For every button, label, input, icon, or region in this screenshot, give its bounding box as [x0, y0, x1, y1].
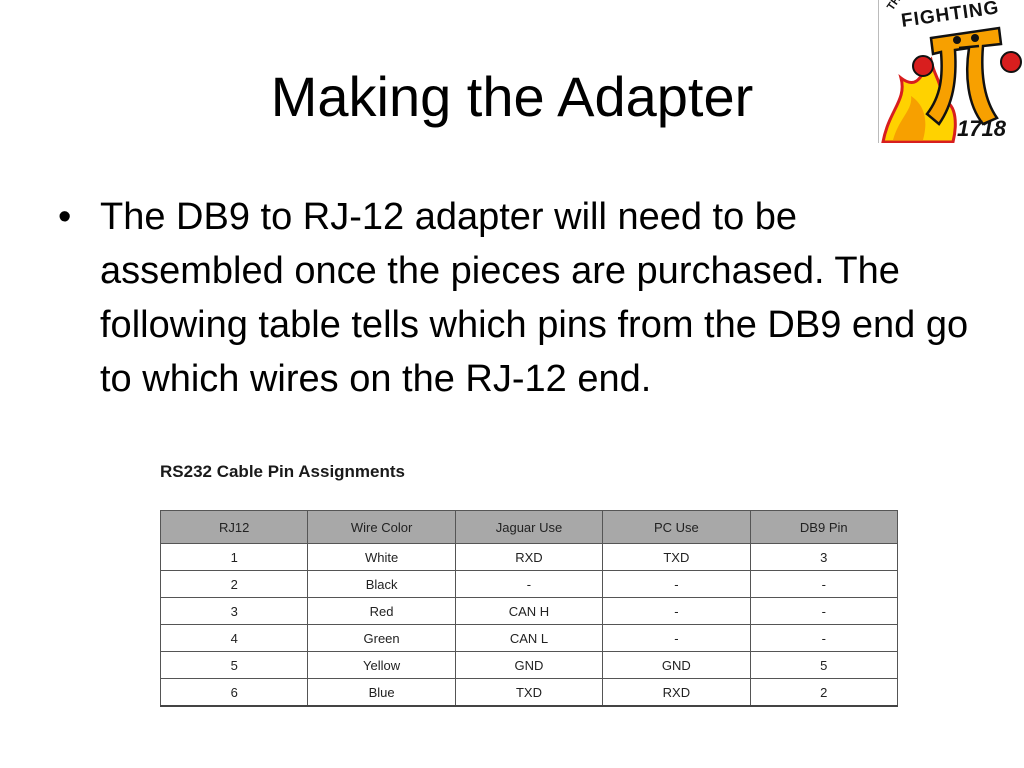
table-cell: CAN H	[454, 597, 604, 625]
column-header: Wire Color	[307, 510, 456, 544]
table-cell: 1	[159, 543, 309, 571]
pin-assignment-table: RJ12 Wire Color Jaguar Use PC Use DB9 Pi…	[159, 510, 899, 707]
table-cell: 3	[749, 543, 899, 571]
column-header: RJ12	[159, 510, 309, 544]
table-cell: RXD	[602, 678, 751, 707]
table-row: 1 White RXD TXD 3	[159, 543, 899, 571]
table-cell: -	[749, 624, 899, 652]
table-cell: 2	[749, 678, 899, 707]
table-cell: Green	[307, 624, 456, 652]
table-cell: CAN L	[454, 624, 604, 652]
table-cell: -	[602, 597, 751, 625]
bullet-point: •	[58, 196, 72, 238]
table-cell: Yellow	[307, 651, 456, 679]
table-cell: TXD	[454, 678, 604, 707]
table-row: 5 Yellow GND GND 5	[159, 651, 899, 679]
table-cell: 6	[159, 678, 309, 707]
table-row: 3 Red CAN H - -	[159, 597, 899, 625]
table-cell: Black	[307, 570, 456, 598]
table-cell: -	[602, 570, 751, 598]
table-header-row: RJ12 Wire Color Jaguar Use PC Use DB9 Pi…	[159, 510, 899, 544]
column-header: DB9 Pin	[749, 510, 899, 544]
mouth	[958, 44, 980, 50]
table-cell: GND	[454, 651, 604, 679]
table-cell: White	[307, 543, 456, 571]
table-heading: RS232 Cable Pin Assignments	[160, 462, 406, 481]
slide-title: Making the Adapter	[270, 65, 754, 128]
table-cell: Red	[307, 597, 456, 625]
table-cell: -	[602, 624, 751, 652]
table-cell: 4	[159, 624, 309, 652]
column-header: Jaguar Use	[454, 510, 604, 544]
table-cell: -	[749, 570, 899, 598]
table-row: 2 Black - - -	[159, 570, 899, 598]
table-cell: -	[454, 570, 604, 598]
table-cell: -	[749, 597, 899, 625]
table-row: 4 Green CAN L - -	[159, 624, 899, 652]
glove-left	[912, 55, 934, 77]
table-cell: Blue	[307, 678, 456, 707]
eye-left	[953, 36, 961, 44]
logo-text-number: 1718	[957, 116, 1006, 141]
table-cell: 5	[749, 651, 899, 679]
table-cell: 2	[159, 570, 309, 598]
eye-right	[971, 34, 979, 42]
glove-right	[1000, 51, 1022, 73]
table-row: 6 Blue TXD RXD 2	[159, 678, 899, 707]
table-cell: RXD	[454, 543, 604, 571]
table-cell: 5	[159, 651, 309, 679]
table-cell: TXD	[602, 543, 751, 571]
fighting-pi-logo-graphic	[881, 26, 1022, 144]
flame-inner	[893, 96, 926, 140]
pi-symbol	[925, 26, 1003, 126]
table-cell: 3	[159, 597, 309, 625]
team-logo: THE FIGHTING 1718	[878, 0, 1024, 144]
table-cell: GND	[602, 651, 751, 679]
column-header: PC Use	[602, 510, 751, 544]
bullet-text: The DB9 to RJ-12 adapter will need to be…	[100, 196, 969, 400]
